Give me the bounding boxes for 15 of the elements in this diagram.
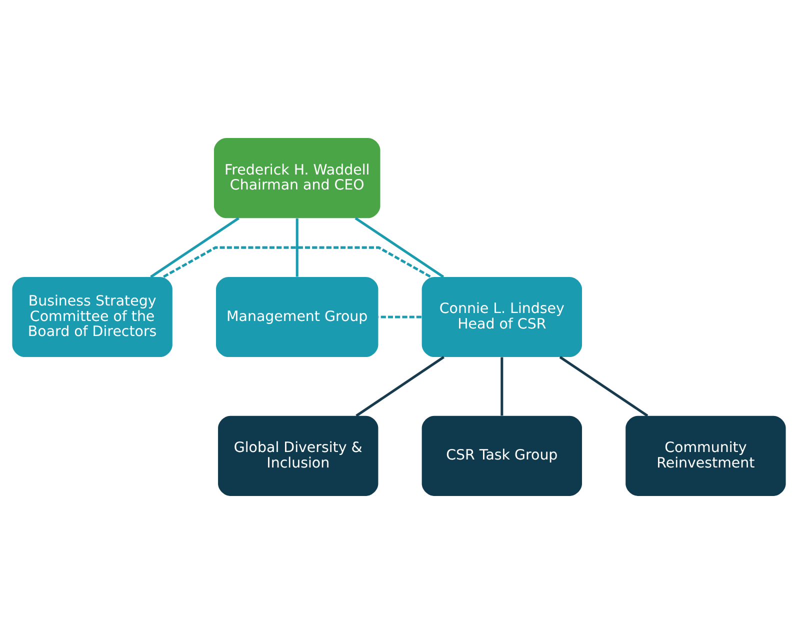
node-box: Business Strategy Committee of the Board of Directors — [12, 276, 172, 357]
node-box: Global Diversity & Inclusion — [218, 415, 378, 496]
connector — [163, 246, 432, 278]
node-box: Community Reinvestment — [626, 415, 786, 496]
connector — [150, 216, 240, 278]
node-box: Management Group — [216, 276, 378, 357]
node-box: Frederick H. Waddell Chairman and CEO — [214, 138, 380, 218]
node-box: CSR Task Group — [422, 415, 582, 496]
connector — [354, 216, 444, 278]
node-box: Connie L. Lindsey Head of CSR — [422, 276, 582, 357]
connector — [296, 218, 298, 276]
connector — [378, 315, 422, 318]
connector — [500, 356, 504, 416]
connector — [559, 356, 648, 416]
connector — [356, 356, 444, 416]
